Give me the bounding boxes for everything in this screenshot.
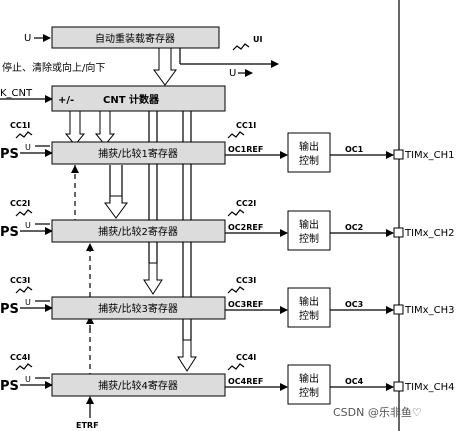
output-control-label-2: 控制 [299,232,319,245]
cnt-to-ccr1-arrow-b [94,110,116,146]
etrf-arrow [86,396,94,404]
ps-label: PS [0,302,19,317]
cc-input-signal-icon [15,286,33,294]
top-u-label-2: U [229,68,236,79]
pin-square [393,381,404,392]
cc-input-label: CC2I [10,199,30,208]
oc-label: OC4 [345,377,364,386]
cc-input-signal-icon [15,209,33,217]
autoreload-register-label: 自动重装载寄存器 [95,32,175,45]
output-control-label-1: 输出 [299,295,319,308]
pin-label: TIMx_CH2 [404,228,454,239]
ck-cnt-label: K_CNT [0,88,33,99]
capture-compare-register-label: 捕获/比较4寄存器 [98,379,178,392]
output-control-block [287,210,331,251]
ocref-label: OC3REF [228,300,263,309]
top-u-label: U [24,33,31,44]
pin-label: TIMx_CH3 [404,305,454,316]
counter-block [51,85,226,112]
u-label: U [25,375,31,384]
output-control-block [287,287,331,328]
oc-label: OC3 [345,300,363,309]
output-control-block [287,132,331,173]
output-control-label-1: 输出 [299,218,319,231]
bus-to-ccr4-arrow [177,339,197,372]
oc-label: OC1 [345,145,364,154]
capture-compare-register [51,219,226,243]
autoreload-register [51,26,220,49]
capture-compare-register-label: 捕获/比较2寄存器 [98,225,178,238]
etrf-label: ETRF [76,421,99,430]
cc-output-label: CC1I [236,121,256,130]
oc-label: OC2 [345,223,363,232]
capture-compare-register [51,373,226,397]
cc-input-signal-icon [15,131,33,139]
ocref-label: OC2REF [228,223,263,232]
u-label: U [25,221,31,230]
ui-label: UI [253,35,262,44]
bus-to-ccr3-arrow [143,262,163,295]
pin-label: TIMx_CH1 [404,150,454,161]
cnt-to-ccr1-arrow-a [64,110,86,146]
stop-clear-text: 停止、清除或向上/向下 [2,61,105,74]
cc-output-label: CC3I [236,276,256,285]
output-control-label-1: 输出 [299,372,319,385]
cc-input-label: CC4I [10,353,30,362]
pin-label: TIMx_CH4 [404,382,454,393]
capture-compare-register-label: 捕获/比较3寄存器 [98,302,178,315]
capture-compare-register [51,296,226,320]
cc-input-signal-icon [15,363,33,371]
dash-reset-arrow-3-head [86,316,94,324]
ocref-label: OC1REF [228,145,263,154]
pin-square [393,304,404,315]
output-control-label-2: 控制 [299,386,319,399]
reload-to-counter-hollow-arrow [153,47,177,86]
cc-output-signal-icon [227,209,245,217]
ocref-label: OC4REF [228,377,263,386]
bus-to-ccr2-arrow [104,195,128,219]
ps-label: PS [0,379,19,394]
watermark: CSDN @乐非鱼♡ [333,405,422,419]
counter-label: CNT 计数器 [103,93,160,106]
dash-reset-arrow-1 [71,165,79,173]
ps-label: PS [0,225,19,240]
capture-compare-register [51,141,226,165]
cc-output-label: CC2I [236,199,256,208]
pin-square [393,227,404,238]
cc-input-label: CC3I [10,276,30,285]
cc-output-signal-icon [227,286,245,294]
output-control-block [287,364,331,405]
output-control-label-2: 控制 [299,154,319,167]
cc-output-label: CC4I [236,353,256,362]
ui-signal-icon [232,43,250,51]
counter-updown-label: +/- [58,95,74,106]
pin-square [393,149,404,160]
output-control-label-2: 控制 [299,309,319,322]
cc-input-label: CC1I [10,121,30,130]
cc-output-signal-icon [227,131,245,139]
output-control-label-1: 输出 [299,140,319,153]
cc-output-signal-icon [227,363,245,371]
u-label: U [25,143,31,152]
ps-label: PS [0,147,19,162]
capture-compare-register-label: 捕获/比较1寄存器 [98,147,178,160]
u-label: U [25,298,31,307]
dash-reset-arrow-2 [86,243,94,251]
